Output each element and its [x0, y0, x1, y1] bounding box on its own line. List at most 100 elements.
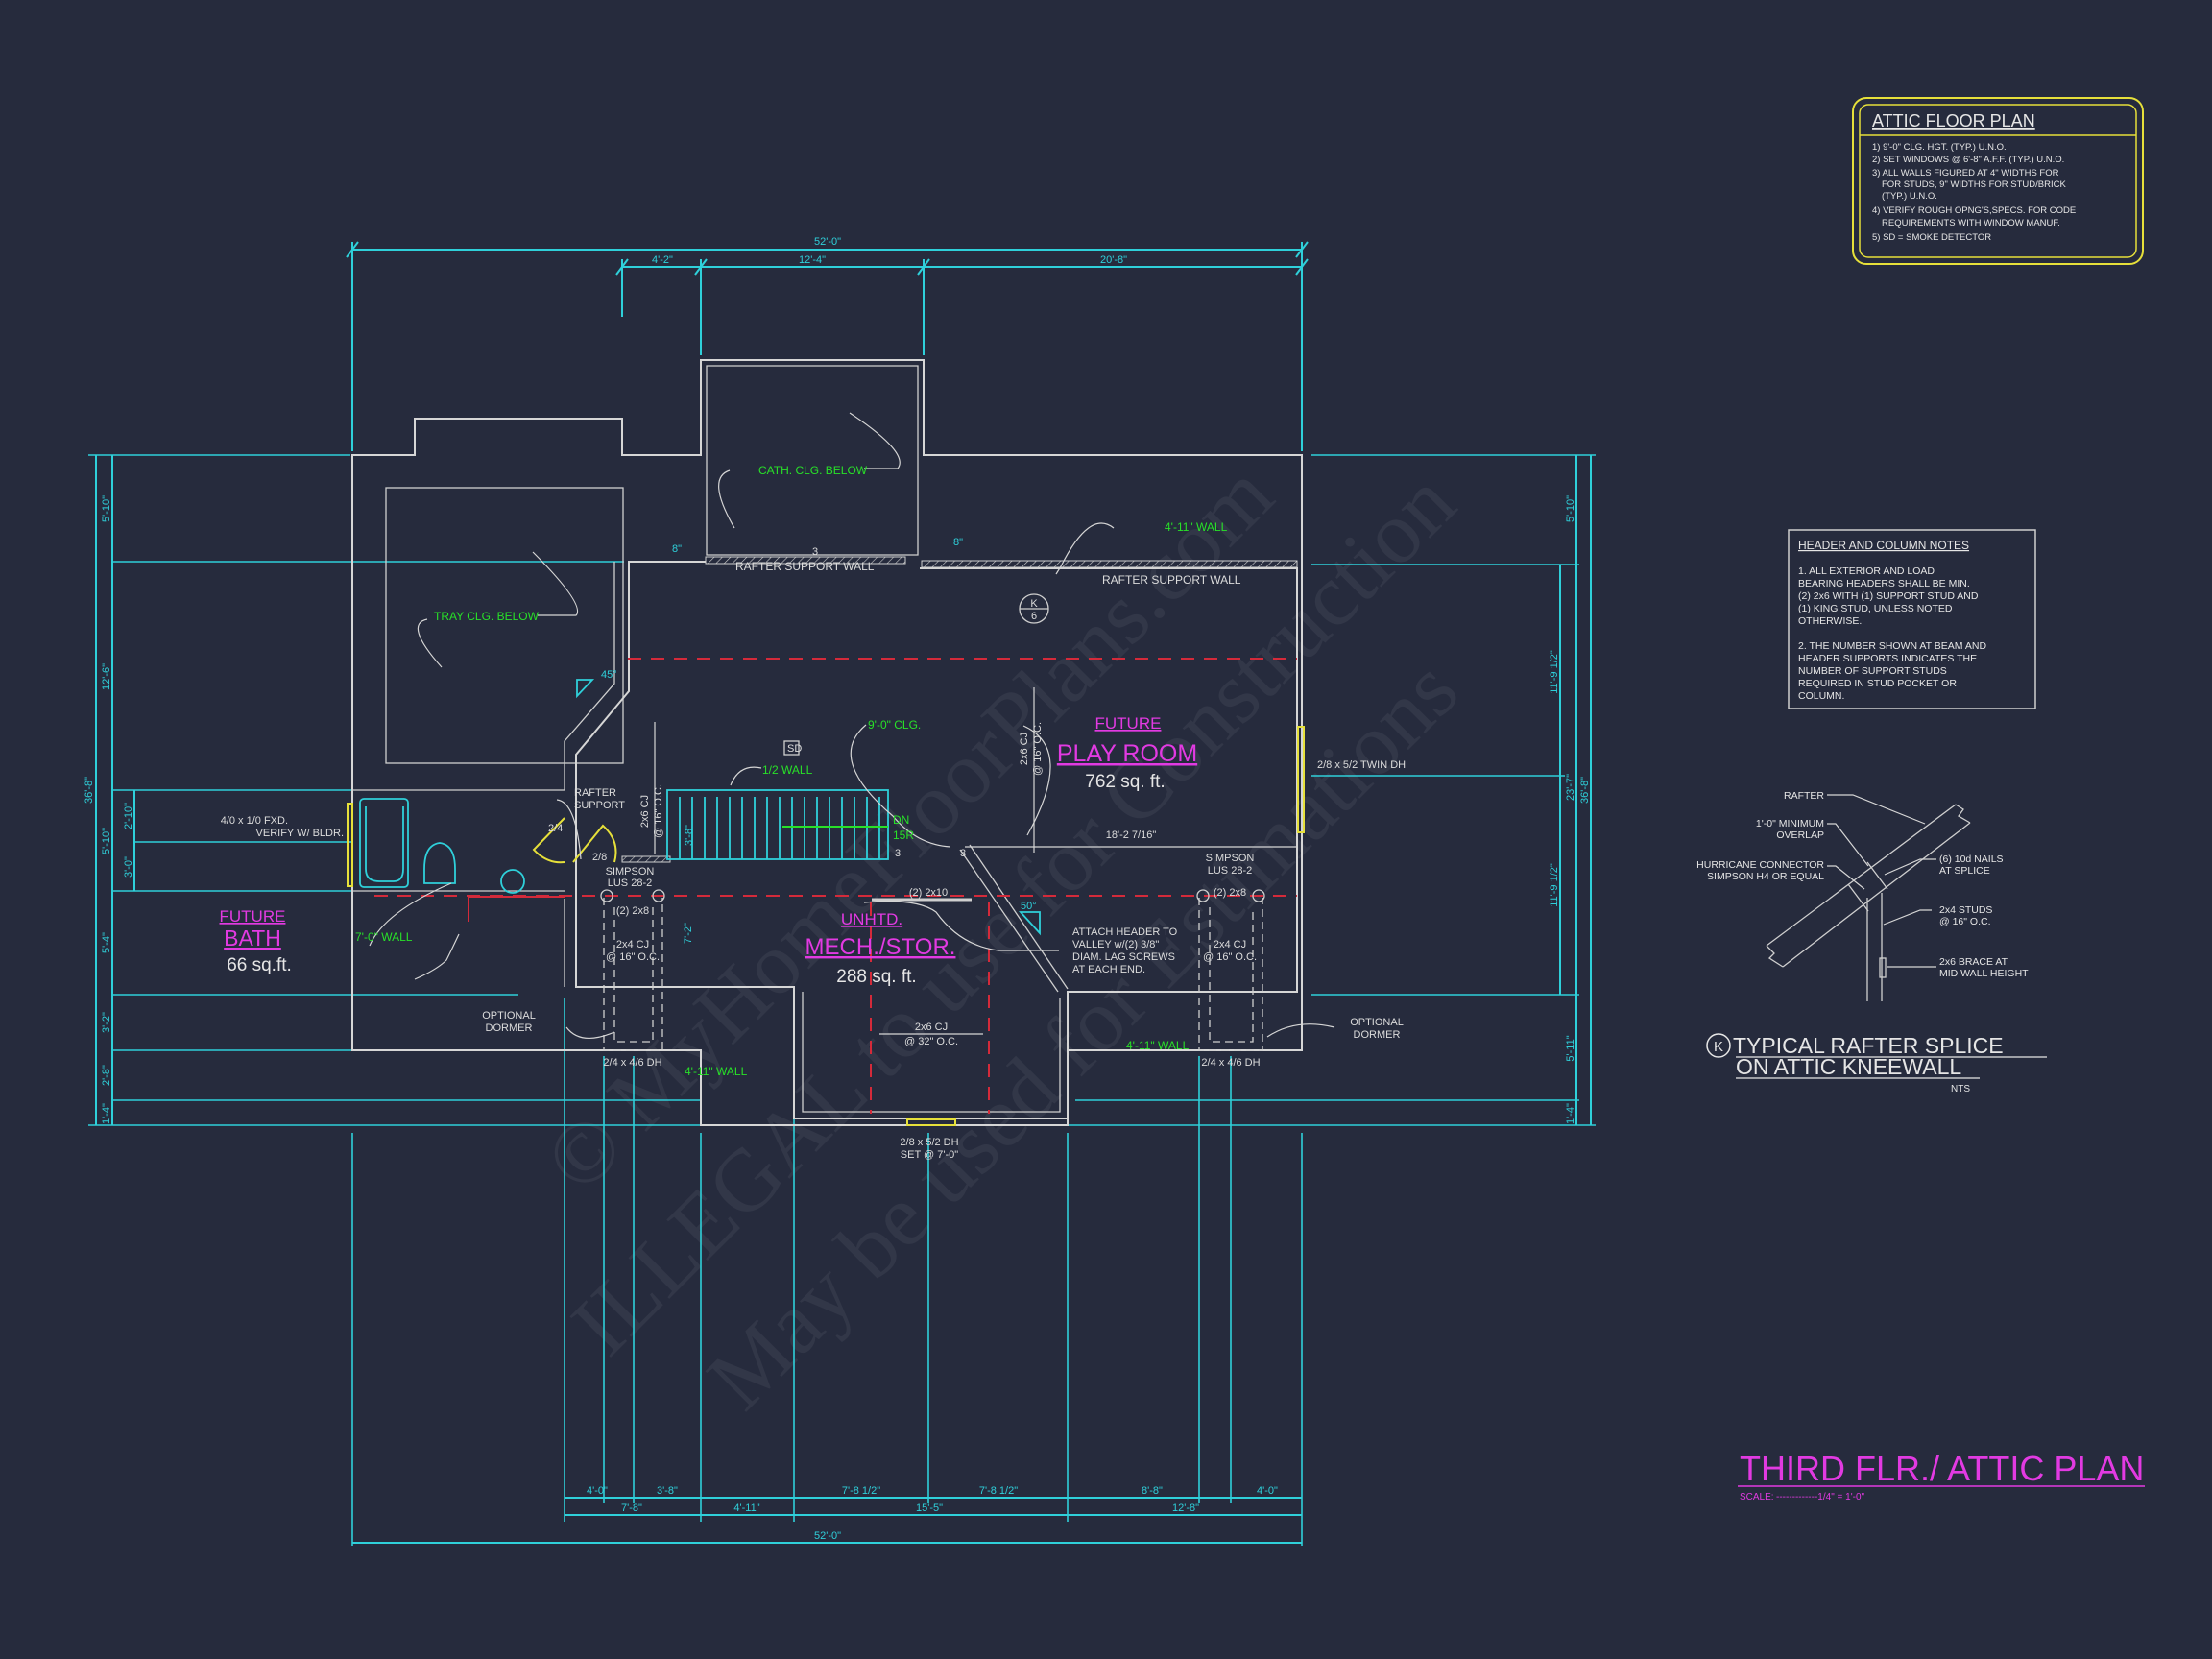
dim-top: 20'-8" [1100, 254, 1127, 266]
label-wall-height: 4'-11" WALL [1126, 1039, 1190, 1052]
room-bath: FUTURE BATH 66 sq.ft. [220, 907, 292, 975]
label-ceiling-joist: @ 16" O.C. [1203, 951, 1257, 963]
label-optional-dormer: DORMER [1354, 1029, 1401, 1041]
dim-8-inch: 8" [953, 537, 963, 548]
detail-label-nails: (6) 10d NAILS [1939, 854, 2004, 865]
dim-top: 12'-4" [799, 254, 826, 266]
label-wall-height: 4'-11" WALL [685, 1065, 748, 1078]
detail-label-rafter: RAFTER [1784, 790, 1824, 802]
label-ceiling-height: 9'-0" CLG. [868, 718, 921, 732]
label-attach-header: DIAM. LAG SCREWS [1072, 951, 1175, 963]
notes-title: ATTIC FLOOR PLAN [1872, 111, 2035, 131]
floor-plan [347, 359, 1335, 1126]
note-line: OTHERWISE. [1798, 615, 1862, 627]
dim-left-overall: 36'-8" [84, 777, 95, 804]
detail-title: ON ATTIC KNEEWALL [1736, 1054, 1961, 1079]
toilet [423, 842, 456, 884]
note-line: 2) SET WINDOWS @ 6'-8" A.F.F. (TYP.) U.N… [1872, 155, 2064, 165]
section-marker-sheet: 6 [1031, 611, 1037, 622]
detail-label-brace: 2x6 BRACE AT [1939, 956, 2008, 968]
label-ceiling-joist: @ 16" O.C. [653, 784, 664, 838]
dim-top-overall: 52'-0" [814, 236, 841, 248]
room-prefix: FUTURE [1095, 714, 1162, 733]
label-wall-height: 4'-11" WALL [1165, 520, 1228, 534]
dim-left-inner: 3'-0" [123, 856, 134, 878]
dim-left: 5'-10" [101, 828, 112, 854]
door-size: 2/4 [548, 823, 563, 834]
dim-bottom: 7'-8 1/2" [842, 1485, 880, 1497]
dim-bottom-overall: 52'-0" [814, 1530, 841, 1542]
room-play: FUTURE PLAY ROOM 762 sq. ft. [1057, 714, 1197, 792]
dim-bottom: 8'-8" [1142, 1485, 1163, 1497]
window-bottom-dh [906, 1118, 956, 1126]
label-rafter-support-wall: RAFTER SUPPORT WALL [735, 560, 875, 573]
detail-label-nails: AT SPLICE [1939, 865, 1990, 877]
support-stud-count: 3 [895, 848, 901, 859]
label-ceiling-joist: 2x6 CJ [639, 795, 651, 828]
room-prefix: UNHTD. [841, 910, 902, 928]
label-ceiling-joist: @ 16" O.C. [606, 951, 660, 963]
stair-width: 3'-8" [684, 825, 695, 846]
stair-treads [679, 797, 880, 859]
note-line: BEARING HEADERS SHALL BE MIN. [1798, 578, 1970, 589]
label-rafter-support-wall: RAFTER SUPPORT WALL [1102, 573, 1241, 587]
dim-left: 12'-6" [101, 663, 112, 690]
note-line: HEADER SUPPORTS INDICATES THE [1798, 653, 1977, 664]
dimension-lines [88, 241, 1596, 1546]
note-line: 3) ALL WALLS FIGURED AT 4" WIDTHS FOR [1872, 168, 2059, 179]
note-line: 2. THE NUMBER SHOWN AT BEAM AND [1798, 640, 1986, 652]
note-line: NUMBER OF SUPPORT STUDS [1798, 665, 1947, 677]
note-line: (TYP.) U.N.O. [1882, 191, 1937, 202]
note-line: COLUMN. [1798, 690, 1844, 702]
header-notes-title: HEADER AND COLUMN NOTES [1798, 539, 1969, 552]
dim-bottom: 4'-0" [1257, 1485, 1278, 1497]
label-half-wall: 1/2 WALL [762, 763, 813, 777]
window-label: 4/0 x 1/0 FXD. [221, 815, 288, 827]
window-fixed [347, 803, 353, 887]
stair-dn-label: DN [893, 813, 909, 827]
label-ceiling-joist: 2x4 CJ [1214, 939, 1246, 950]
detail-label-overlap: 1'-0" MINIMUM [1756, 818, 1824, 830]
door-size: 2/8 [592, 852, 607, 863]
note-line: REQUIREMENTS WITH WINDOW MANUF. [1882, 218, 2060, 228]
note-line: 1. ALL EXTERIOR AND LOAD [1798, 565, 1935, 577]
dim-top: 4'-2" [652, 254, 673, 266]
dimension-labels: 52'-0" 4'-2" 12'-4" 20'-8" 4'-0" 3'-8" 7… [84, 236, 1591, 1542]
dim-right-overall: 36'-8" [1579, 777, 1591, 804]
dim-span: 18'-2 7/16" [1106, 830, 1157, 841]
header-column-notes: HEADER AND COLUMN NOTES 1. ALL EXTERIOR … [1788, 529, 2036, 709]
label-cath-clg: CATH. CLG. BELOW [758, 464, 868, 477]
dim-8-inch: 8" [672, 543, 682, 555]
dim-bottom: 4'-0" [587, 1485, 608, 1497]
note-line: FOR STUDS, 9" WIDTHS FOR STUD/BRICK [1882, 180, 2066, 190]
dim-bottom: 12'-8" [1172, 1503, 1199, 1514]
detail-label-brace: MID WALL HEIGHT [1939, 968, 2029, 979]
note-line: REQUIRED IN STUD POCKET OR [1798, 678, 1957, 689]
sheet-title: THIRD FLR./ ATTIC PLAN [1740, 1449, 2144, 1488]
sheet-title-block: THIRD FLR./ ATTIC PLAN SCALE: ----------… [1738, 1449, 2145, 1503]
label-wall-height: 7'-0" WALL [355, 930, 413, 944]
room-area: 288 sq. ft. [836, 967, 916, 987]
note-line: (2) 2x6 WITH (1) SUPPORT STUD AND [1798, 590, 1979, 602]
label-attach-header: VALLEY w/(2) 3/8" [1072, 939, 1159, 950]
dim-bottom: 7'-8" [621, 1503, 642, 1514]
bathtub [359, 798, 409, 888]
detail-label-studs: 2x4 STUDS [1939, 904, 1992, 916]
label-simpson: SIMPSON [606, 866, 655, 878]
scale-label: SCALE: [1740, 1492, 1774, 1503]
optional-dormer-right [1198, 898, 1263, 1051]
detail-nts: NTS [1951, 1084, 1970, 1094]
dim-left: 2'-8" [101, 1065, 112, 1086]
room-name: BATH [224, 926, 281, 950]
detail-marker-letter: K [1714, 1039, 1723, 1055]
room-mech: UNHTD. MECH./STOR. 288 sq. ft. [805, 910, 956, 987]
support-stud-count: 3 [812, 546, 818, 558]
dim-right: 5'-11" [1565, 1035, 1576, 1061]
detail-label-studs: @ 16" O.C. [1939, 916, 1990, 927]
dim-right: 5'-10" [1565, 495, 1576, 522]
label-rafter-support: RAFTER [574, 787, 616, 799]
dim-right: 11'-9 1/2" [1549, 650, 1560, 694]
window-label: 2/4 x 4/6 DH [1201, 1057, 1260, 1069]
rafter-support-wall [705, 556, 906, 565]
note-line: 5) SD = SMOKE DETECTOR [1872, 232, 1991, 243]
